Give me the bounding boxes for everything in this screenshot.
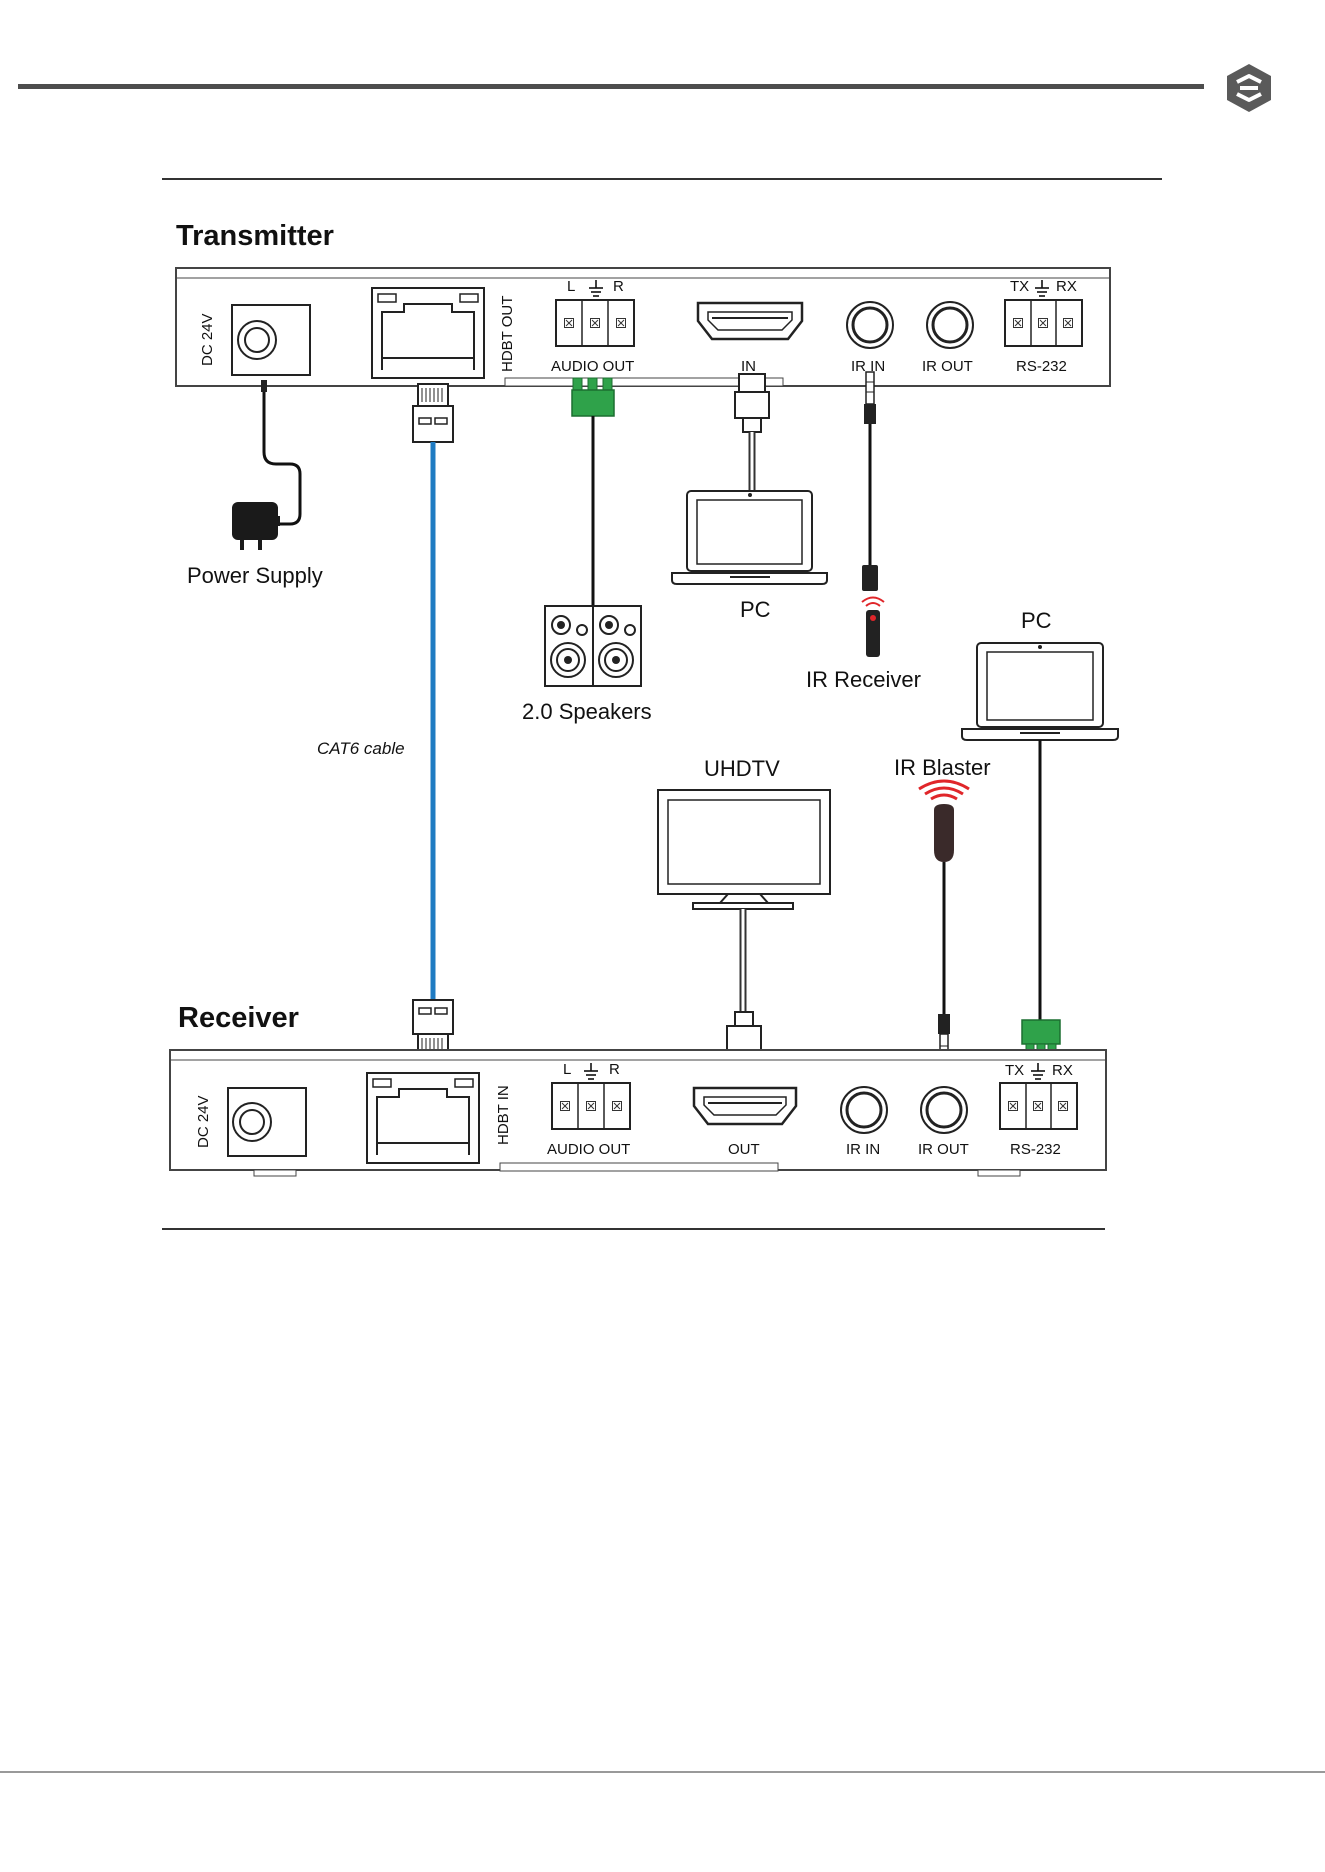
rx-ir-in-jack[interactable] xyxy=(841,1087,887,1133)
rx-audio-terminal[interactable] xyxy=(552,1083,630,1129)
rx-hdbt-port[interactable] xyxy=(367,1073,479,1163)
uhdtv-label: UHDTV xyxy=(704,756,780,781)
tx-hdmi-port[interactable] xyxy=(698,303,802,339)
speakers-icon xyxy=(545,606,641,686)
ir-blaster-cable xyxy=(938,862,950,1066)
tx-rj45-plug xyxy=(413,384,453,442)
ir-receiver-icon xyxy=(862,598,884,658)
ir-blaster-icon xyxy=(919,781,969,862)
tx-hdmi-label: IN xyxy=(741,358,756,375)
speakers-label: 2.0 Speakers xyxy=(522,699,652,724)
tx-rs232-terminal[interactable] xyxy=(1005,300,1082,346)
tx-rs232-label: RS-232 xyxy=(1016,358,1067,375)
tx-audio-pin-l: L xyxy=(567,278,575,295)
rx-ir-out-label: IR OUT xyxy=(918,1141,969,1158)
rx-rs232-label: RS-232 xyxy=(1010,1141,1061,1158)
rx-hdmi-port[interactable] xyxy=(694,1088,796,1124)
rx-rs-pin-rx: RX xyxy=(1052,1062,1073,1079)
tx-dc-jack[interactable] xyxy=(232,305,310,375)
tx-rs-pin-tx: TX xyxy=(1010,278,1029,295)
tx-dc-label: DC 24V xyxy=(199,313,216,366)
ir-receiver-label: IR Receiver xyxy=(806,667,921,692)
tx-rs-pin-rx: RX xyxy=(1056,278,1077,295)
transmitter-title: Transmitter xyxy=(176,220,334,252)
tx-ir-out-label: IR OUT xyxy=(922,358,973,375)
tx-hdbt-label: HDBT OUT xyxy=(499,296,516,372)
power-supply-label: Power Supply xyxy=(187,563,323,588)
cat6-cable-label: CAT6 cable xyxy=(317,739,405,758)
ir-blaster-label: IR Blaster xyxy=(894,755,991,780)
receiver-title: Receiver xyxy=(178,1002,299,1034)
tx-pc-label: PC xyxy=(740,597,771,622)
power-supply-icon xyxy=(232,502,280,550)
rx-rj45-plug xyxy=(413,1000,453,1056)
rx-hdbt-label: HDBT IN xyxy=(495,1085,512,1145)
rx-dc-jack[interactable] xyxy=(228,1088,306,1156)
tx-hdbt-port[interactable] xyxy=(372,288,484,378)
tx-audio-pin-r: R xyxy=(613,278,624,295)
tx-pc-laptop-icon xyxy=(672,491,827,584)
tx-ir-in-jack[interactable] xyxy=(847,302,893,348)
rx-rs232-terminal[interactable] xyxy=(1000,1083,1077,1129)
uhdtv-icon xyxy=(658,790,830,909)
tx-ir-out-jack[interactable] xyxy=(927,302,973,348)
rx-rs-pin-tx: TX xyxy=(1005,1062,1024,1079)
rx-pc-laptop-icon xyxy=(962,643,1118,740)
rx-pc-label: PC xyxy=(1021,608,1052,633)
rx-ir-in-label: IR IN xyxy=(846,1141,880,1158)
rx-ir-out-jack[interactable] xyxy=(921,1087,967,1133)
tx-audio-label: AUDIO OUT xyxy=(551,358,634,375)
tx-audio-terminal[interactable] xyxy=(556,300,634,346)
rx-dc-label: DC 24V xyxy=(195,1095,212,1148)
ir-receiver-cable xyxy=(862,372,878,591)
rx-audio-pin-r: R xyxy=(609,1061,620,1078)
rx-audio-pin-l: L xyxy=(563,1061,571,1078)
tx-audio-green-plug xyxy=(572,378,614,416)
rx-hdmi-label: OUT xyxy=(728,1141,760,1158)
hex-logo-icon xyxy=(1227,64,1271,112)
rx-audio-label: AUDIO OUT xyxy=(547,1141,630,1158)
header-rule xyxy=(18,84,1204,89)
tx-hdmi-plug xyxy=(735,374,769,432)
